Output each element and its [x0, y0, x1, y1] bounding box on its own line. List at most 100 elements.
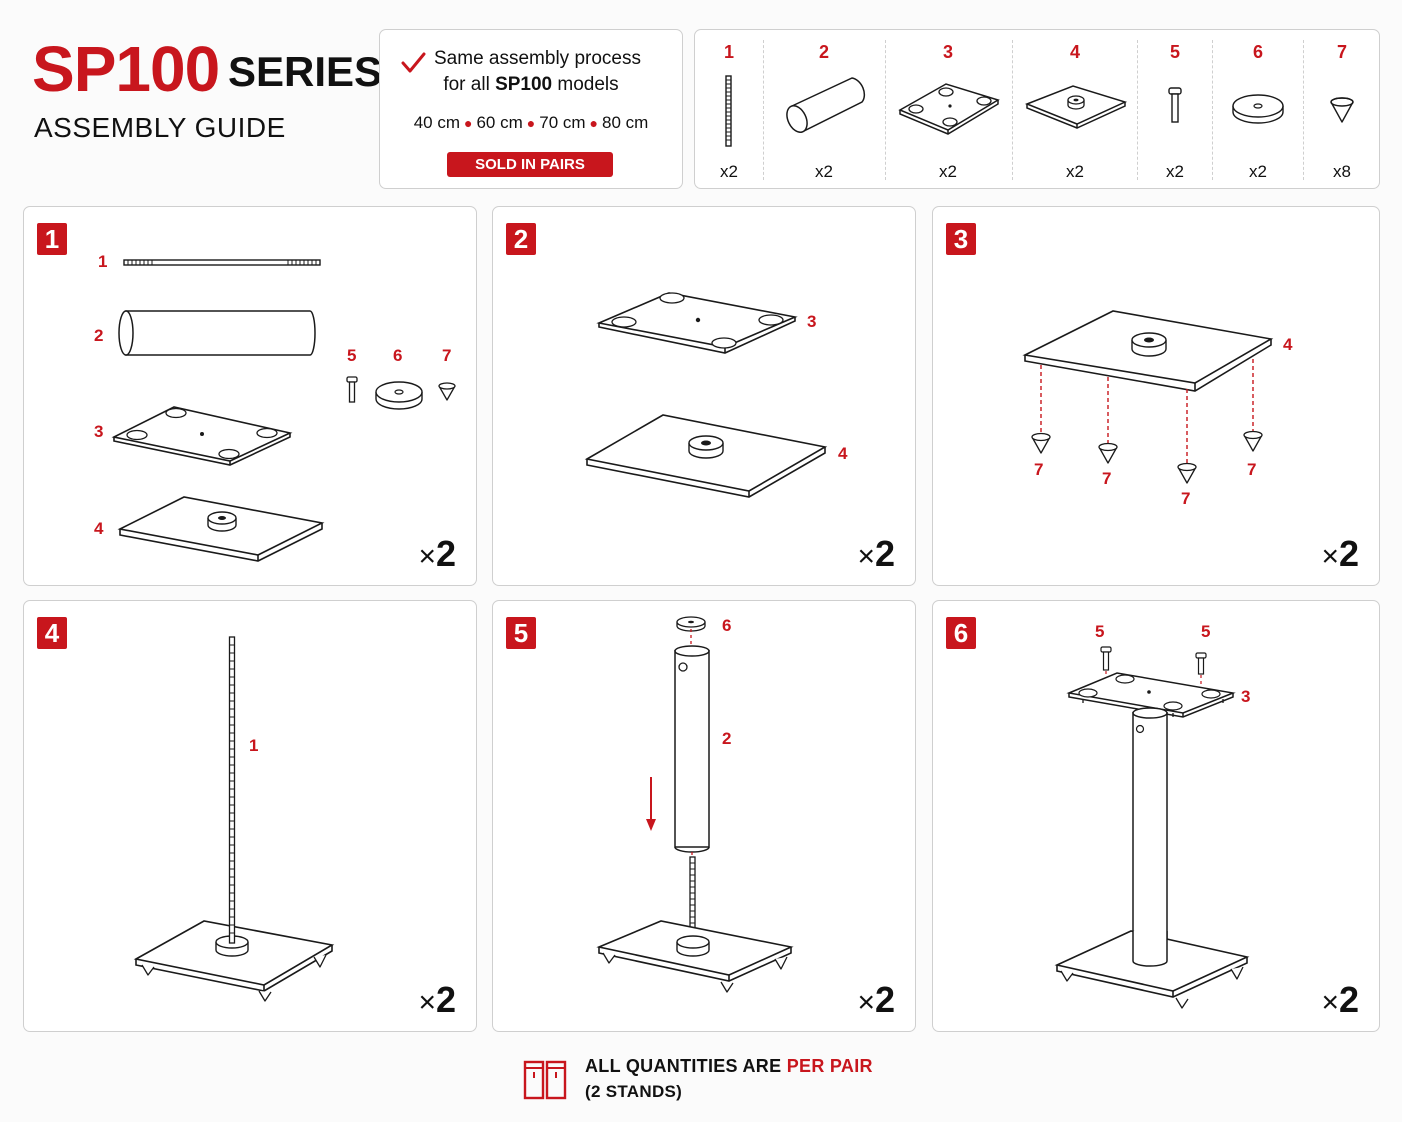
- part-label: 3: [94, 422, 103, 441]
- washer-icon: [375, 381, 423, 410]
- washer-icon: [676, 616, 706, 632]
- part-number: 3: [942, 42, 953, 62]
- footer-line-2: (2 STANDS): [585, 1082, 683, 1101]
- footer-note: ALL QUANTITIES ARE PER PAIR (2 STANDS): [522, 1054, 922, 1110]
- part-quantity: x2: [939, 162, 957, 181]
- part-item: 7 x8: [1304, 30, 1380, 190]
- spike-icon: [1098, 442, 1118, 464]
- step-2-illustration: 3 4: [584, 292, 848, 498]
- part-label: 1: [98, 252, 107, 271]
- guide-subtitle: ASSEMBLY GUIDE: [34, 112, 286, 143]
- part-label: 6: [722, 616, 731, 635]
- multiplier: ×2: [418, 533, 456, 574]
- part-item: 3 x2: [886, 30, 1010, 190]
- base-plate-icon: [1054, 930, 1250, 1009]
- part-label: 5: [1201, 622, 1210, 641]
- part-label: 4: [94, 519, 104, 538]
- screw-icon: [1195, 652, 1207, 675]
- spike-icon: [1177, 462, 1197, 484]
- part-item: 2 x2: [764, 30, 884, 190]
- step-3-panel: 3 4 7 7 7 7 ×2: [932, 206, 1380, 586]
- step-number: 1: [37, 223, 67, 255]
- part-label: 7: [1247, 460, 1256, 479]
- part-quantity: x2: [1166, 162, 1184, 181]
- multiplier: ×2: [1321, 533, 1359, 574]
- part-label: 4: [838, 444, 848, 463]
- part-quantity: x2: [720, 162, 738, 181]
- step-6-panel: 6 5 5 3: [932, 600, 1380, 1032]
- multiplier: ×2: [857, 533, 895, 574]
- spike-icon: [1330, 97, 1354, 123]
- part-label: 7: [1181, 489, 1190, 508]
- base-plate-icon: [1022, 310, 1274, 392]
- multiplier: ×2: [1321, 979, 1359, 1020]
- part-item: 1 x2: [695, 30, 763, 190]
- threaded-rod-icon: [725, 75, 732, 147]
- part-item: 6 x2: [1213, 30, 1303, 190]
- model-name: SP100: [32, 33, 220, 105]
- base-plate-icon: [117, 496, 325, 562]
- multiplier: ×2: [857, 979, 895, 1020]
- spike-icon: [1031, 432, 1051, 454]
- top-plate-icon: [1066, 672, 1236, 718]
- step-number: 4: [37, 617, 67, 649]
- info-line-1: Same assembly process: [434, 48, 641, 69]
- step-number: 5: [506, 617, 536, 649]
- part-label: 2: [94, 326, 103, 345]
- part-label: 3: [1241, 687, 1250, 706]
- part-number: 7: [1336, 42, 1347, 62]
- step-number: 6: [946, 617, 976, 649]
- threaded-rod-icon: [123, 259, 321, 266]
- part-label: 7: [1102, 469, 1111, 488]
- size-option: 40 cm: [413, 113, 460, 132]
- title-block: SP100 SERIES ASSEMBLY GUIDE: [32, 28, 382, 158]
- spike-icon: [1243, 430, 1263, 452]
- parts-list-box: 1 x2 2 x2 3 x2 4: [694, 29, 1380, 189]
- base-plate-icon: [1024, 85, 1128, 129]
- part-label: 5: [347, 346, 356, 365]
- part-number: 1: [723, 42, 734, 62]
- series-label: SERIES: [228, 48, 383, 95]
- size-list: 40 cm●60 cm●70 cm●80 cm: [413, 113, 649, 132]
- part-item: 5 x2: [1138, 30, 1212, 190]
- info-line-2: for all SP100 models: [443, 74, 619, 95]
- part-number: 2: [818, 42, 829, 62]
- tube-icon: [786, 77, 866, 134]
- pair-of-stands-icon: [523, 1060, 567, 1100]
- part-number: 6: [1252, 42, 1263, 62]
- screw-icon: [1168, 87, 1182, 123]
- step-4-illustration: 1: [133, 636, 335, 1002]
- part-label: 5: [1095, 622, 1104, 641]
- multiplier: ×2: [418, 979, 456, 1020]
- sold-in-pairs-badge: SOLD IN PAIRS: [447, 152, 613, 177]
- top-plate-icon: [898, 83, 1000, 135]
- part-label: 3: [807, 312, 816, 331]
- part-quantity: x2: [1249, 162, 1267, 181]
- washer-icon: [1232, 94, 1284, 124]
- part-quantity: x8: [1333, 162, 1351, 181]
- step-2-panel: 2 3 4 ×2: [492, 206, 916, 586]
- step-6-illustration: 5 5 3: [1054, 622, 1250, 1009]
- step-number: 3: [946, 223, 976, 255]
- base-plate-icon: [584, 414, 828, 498]
- part-label: 1: [249, 736, 258, 755]
- base-plate-icon: [133, 920, 335, 1002]
- step-3-illustration: 4 7 7 7 7: [1022, 310, 1293, 508]
- base-plate-icon: [596, 920, 794, 993]
- footer-line-1: ALL QUANTITIES ARE PER PAIR: [585, 1056, 873, 1076]
- part-label: 2: [722, 729, 731, 748]
- tube-icon: [674, 645, 710, 853]
- part-quantity: x2: [815, 162, 833, 181]
- part-number: 4: [1069, 42, 1080, 62]
- top-plate-icon: [111, 406, 293, 466]
- part-quantity: x2: [1066, 162, 1084, 181]
- spike-icon: [438, 382, 456, 401]
- size-option: 80 cm: [602, 113, 649, 132]
- part-label: 4: [1283, 335, 1293, 354]
- size-option: 60 cm: [476, 113, 523, 132]
- part-item: 4 x2: [1013, 30, 1137, 190]
- step-5-panel: 5 6 2: [492, 600, 916, 1032]
- part-number: 5: [1169, 42, 1180, 62]
- part-label: 7: [442, 346, 451, 365]
- part-label: 7: [1034, 460, 1043, 479]
